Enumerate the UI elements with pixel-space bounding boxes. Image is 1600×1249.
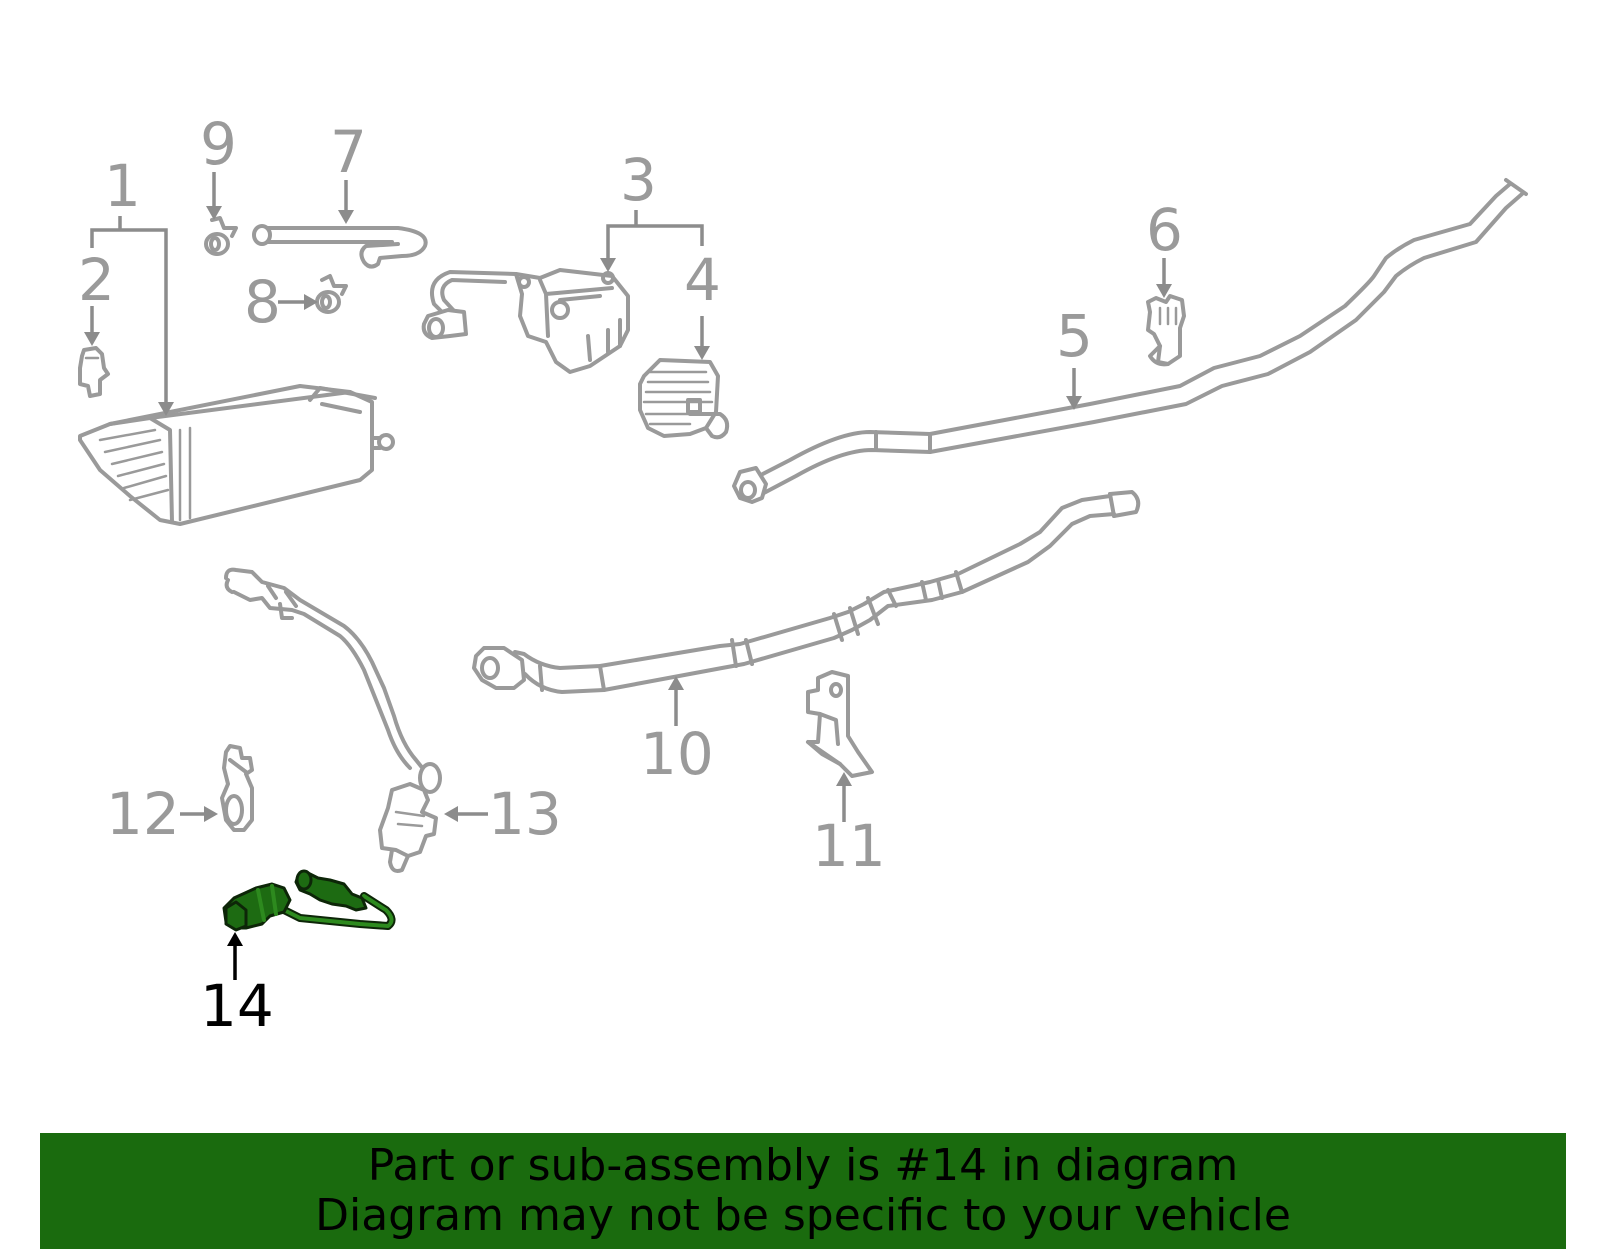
part-9-clamp[interactable]: [204, 216, 238, 256]
callout-13-leader: [444, 806, 488, 822]
part-7-hose[interactable]: [252, 224, 428, 269]
callout-number-5[interactable]: 5: [1056, 302, 1093, 370]
part-6-clip[interactable]: [1146, 294, 1186, 367]
part-12-knock-sensor[interactable]: [220, 744, 254, 832]
part-3-valve[interactable]: [421, 268, 630, 374]
banner-line-disclaimer: Diagram may not be specific to your vehi…: [315, 1190, 1291, 1241]
callout-14-leader: [227, 932, 243, 980]
part-5-tube[interactable]: [732, 178, 1528, 504]
callout-number-4[interactable]: 4: [684, 246, 721, 314]
callout-number-9[interactable]: 9: [200, 110, 237, 178]
callout-4-leader: [694, 316, 710, 360]
callout-number-10[interactable]: 10: [640, 720, 714, 788]
callout-7-leader: [338, 180, 354, 224]
banner-line-part-info: Part or sub-assembly is #14 in diagram: [367, 1140, 1239, 1191]
callout-number-6[interactable]: 6: [1146, 196, 1183, 264]
callout-12-leader: [180, 806, 218, 822]
part-13-sensor[interactable]: [224, 567, 442, 873]
part-14-oxygen-sensor[interactable]: [222, 869, 396, 932]
callout-number-12[interactable]: 12: [106, 780, 180, 848]
callout-5-leader: [1066, 368, 1082, 410]
callout-number-1[interactable]: 1: [104, 152, 141, 220]
callout-6-leader: [1156, 258, 1172, 298]
callout-number-14[interactable]: 14: [200, 972, 274, 1040]
callout-number-11[interactable]: 11: [812, 812, 886, 880]
callout-3-leader: [600, 210, 704, 272]
info-banner: Part or sub-assembly is #14 in diagram D…: [40, 1133, 1566, 1249]
part-10-tube[interactable]: [472, 490, 1141, 694]
callout-number-8[interactable]: 8: [244, 268, 281, 336]
callout-1-leader: [90, 216, 174, 416]
callout-10-leader: [668, 676, 684, 726]
part-8-clamp[interactable]: [315, 274, 348, 314]
callout-11-leader: [836, 772, 852, 822]
part-11-bracket[interactable]: [806, 670, 874, 778]
callout-number-13[interactable]: 13: [488, 780, 562, 848]
part-4-solenoid[interactable]: [638, 358, 730, 440]
callout-8-leader: [278, 294, 318, 310]
part-2-connector[interactable]: [78, 346, 110, 398]
part-1-canister[interactable]: [78, 384, 395, 526]
callout-number-2[interactable]: 2: [78, 246, 115, 314]
callout-number-3[interactable]: 3: [620, 146, 657, 214]
callout-2-leader: [84, 306, 100, 346]
callout-9-leader: [206, 172, 222, 220]
callout-number-7[interactable]: 7: [330, 118, 367, 186]
